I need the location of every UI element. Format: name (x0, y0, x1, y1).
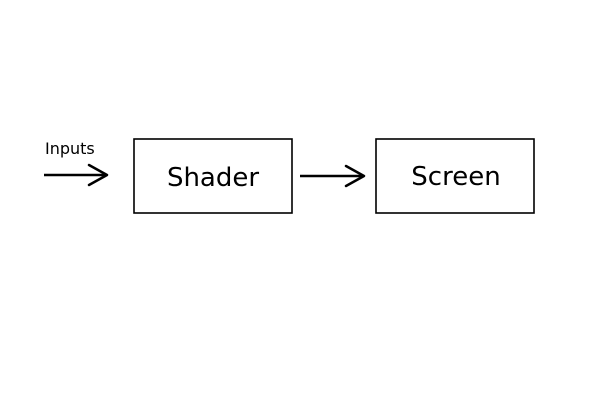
screen-box (375, 138, 535, 214)
shader-box (133, 138, 293, 214)
input-arrow-head (87, 163, 109, 187)
screen-node: Screen (375, 138, 535, 214)
input-arrow (44, 163, 109, 187)
shader-to-screen-arrow-head (344, 164, 366, 188)
screen-label: Screen (411, 162, 500, 192)
inputs-label: Inputs (45, 139, 95, 158)
shader-node: Shader (133, 138, 293, 214)
shader-to-screen-arrow (300, 164, 366, 188)
shader-label: Shader (167, 163, 259, 193)
